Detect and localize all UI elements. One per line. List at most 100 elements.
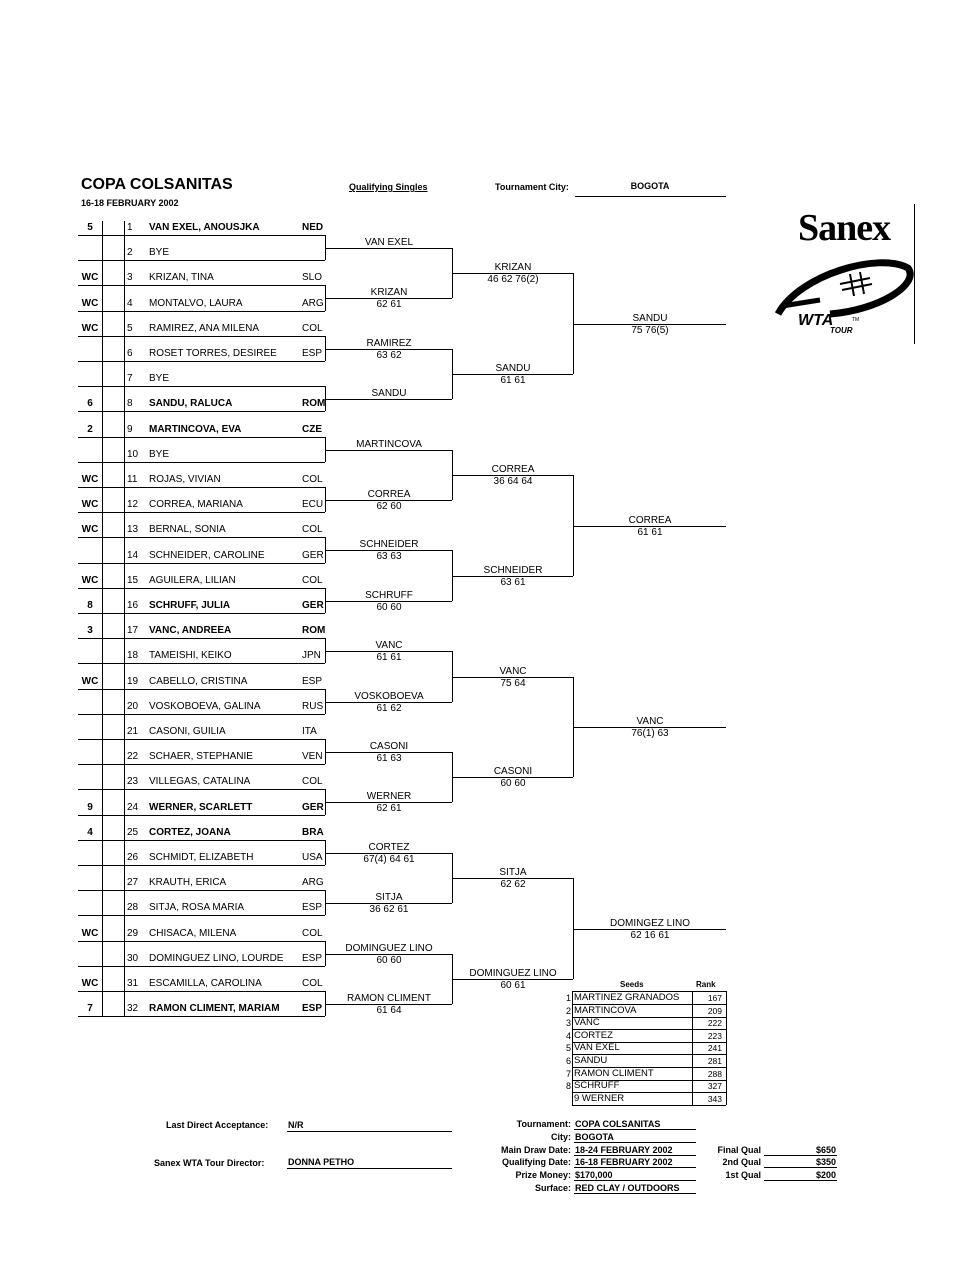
info-value: $170,000	[575, 1170, 613, 1181]
player-name: ROJAS, VIVIAN	[149, 474, 221, 485]
player-nationality: ESP	[302, 1003, 323, 1014]
player-seed: WC	[81, 323, 99, 334]
round3-winner: DOMINGUEZ LINO	[469, 968, 557, 979]
info-underline	[574, 1154, 696, 1156]
prize-value: $650	[815, 1145, 836, 1155]
round2-line	[326, 651, 452, 652]
seed-row-line	[572, 1054, 726, 1056]
prize-underline	[764, 1179, 837, 1181]
player-name: MONTALVO, LAURA	[149, 298, 243, 309]
player-name: BERNAL, SONIA	[149, 524, 226, 535]
seed-name: RAMON CLIMENT	[574, 1067, 654, 1079]
player-row-line	[78, 941, 325, 942]
info-underline	[574, 1129, 696, 1130]
info-value: BOGOTA	[575, 1131, 614, 1142]
r1-match-connector	[325, 285, 326, 311]
seed-row-line	[572, 1041, 726, 1043]
player-nationality: BRA	[302, 827, 324, 838]
player-draw-number: 5	[127, 323, 133, 334]
lda-value: N/R	[288, 1120, 304, 1130]
player-draw-number: 31	[127, 978, 139, 989]
seed-table-top	[572, 991, 726, 992]
player-name: SITJA, ROSA MARIA	[149, 902, 245, 913]
r2-match-connector	[452, 752, 453, 802]
player-draw-number: 9	[127, 424, 133, 435]
player-row-line	[78, 386, 325, 387]
draw-type: Qualifying Singles	[349, 182, 428, 192]
round2-line	[326, 399, 452, 400]
player-name: VILLEGAS, CATALINA	[149, 776, 251, 787]
director-label: Sanex WTA Tour Director:	[154, 1158, 265, 1168]
seed-rank: 167	[707, 993, 722, 1003]
player-row-line	[78, 966, 325, 967]
player-name: ROSET TORRES, DESIREE	[149, 348, 277, 359]
r1-match-connector	[325, 789, 326, 815]
seed-column-divider	[102, 221, 103, 1016]
round2-winner: RAMIREZ	[366, 338, 412, 349]
info-label: Tournament:	[516, 1119, 571, 1129]
player-draw-number: 20	[127, 701, 139, 712]
player-name: BYE	[149, 247, 170, 258]
seed-name: MARTINEZ GRANADOS	[574, 992, 680, 1003]
sanex-wta-logo: Sanex WTA TM TOUR	[770, 204, 916, 344]
player-row-line	[78, 613, 325, 614]
qualifier-line	[574, 324, 726, 325]
player-nationality: NED	[302, 222, 324, 233]
seed-row-line	[572, 1016, 726, 1018]
seed-number: 8	[565, 1081, 571, 1092]
player-draw-number: 29	[127, 928, 139, 939]
player-seed: 9	[87, 802, 93, 813]
player-row-line	[78, 991, 325, 992]
player-name: DOMINGUEZ LINO, LOURDE	[149, 953, 284, 964]
player-draw-number: 4	[127, 298, 133, 309]
round3-winner: CASONI	[493, 766, 533, 777]
seed-number: 3	[565, 1018, 571, 1029]
player-draw-number: 15	[127, 575, 139, 586]
player-row-line	[78, 890, 325, 891]
seed-rank: 288	[707, 1068, 722, 1079]
player-nationality: COL	[302, 575, 323, 586]
player-row-line	[78, 689, 325, 690]
player-draw-number: 11	[127, 474, 138, 485]
player-name: SCHMIDT, ELIZABETH	[149, 852, 254, 863]
round2-winner: KRIZAN	[370, 287, 408, 298]
player-row-line	[78, 563, 325, 564]
player-nationality: COL	[302, 474, 323, 485]
r1-match-connector	[325, 487, 326, 512]
round2-winner: VANC	[375, 640, 403, 651]
player-name: VAN EXEL, ANOUSJKA	[149, 222, 260, 233]
player-nationality: CZE	[302, 424, 322, 435]
round2-line	[326, 752, 452, 753]
tour-wordmark: TOUR	[830, 326, 853, 335]
round2-line	[326, 550, 452, 551]
player-draw-number: 6	[127, 348, 133, 359]
player-row-line	[78, 462, 325, 463]
seed-number: 2	[565, 1005, 571, 1016]
qualifier-score: 61 61	[637, 527, 663, 538]
player-row-line	[78, 739, 325, 740]
round2-score: 60 60	[376, 602, 402, 613]
player-row-line	[78, 336, 325, 337]
player-row-line	[78, 1016, 325, 1017]
seed-row-line	[572, 1004, 726, 1005]
player-nationality: VEN	[302, 751, 323, 762]
player-row-line	[78, 865, 325, 866]
seed-rank: 327	[707, 1081, 722, 1092]
player-seed: WC	[81, 272, 99, 283]
player-draw-number: 28	[127, 902, 139, 913]
qualifier-line	[574, 929, 726, 930]
player-row-line	[78, 714, 325, 715]
info-underline	[574, 1180, 696, 1182]
seed-rank: 281	[707, 1056, 722, 1066]
qualifier-score: 76(1) 63	[631, 728, 669, 739]
player-seed: WC	[81, 298, 99, 309]
player-name: SANDU, RALUCA	[149, 398, 233, 409]
round2-winner: CORREA	[367, 489, 411, 500]
round3-score: 46 62 76(2)	[487, 274, 539, 285]
player-name: CHISACA, MILENA	[149, 928, 237, 939]
trademark-mark: TM	[852, 317, 860, 323]
player-draw-number: 8	[127, 398, 133, 409]
seed-rank: 343	[707, 1093, 722, 1104]
player-nationality: COL	[302, 978, 323, 989]
